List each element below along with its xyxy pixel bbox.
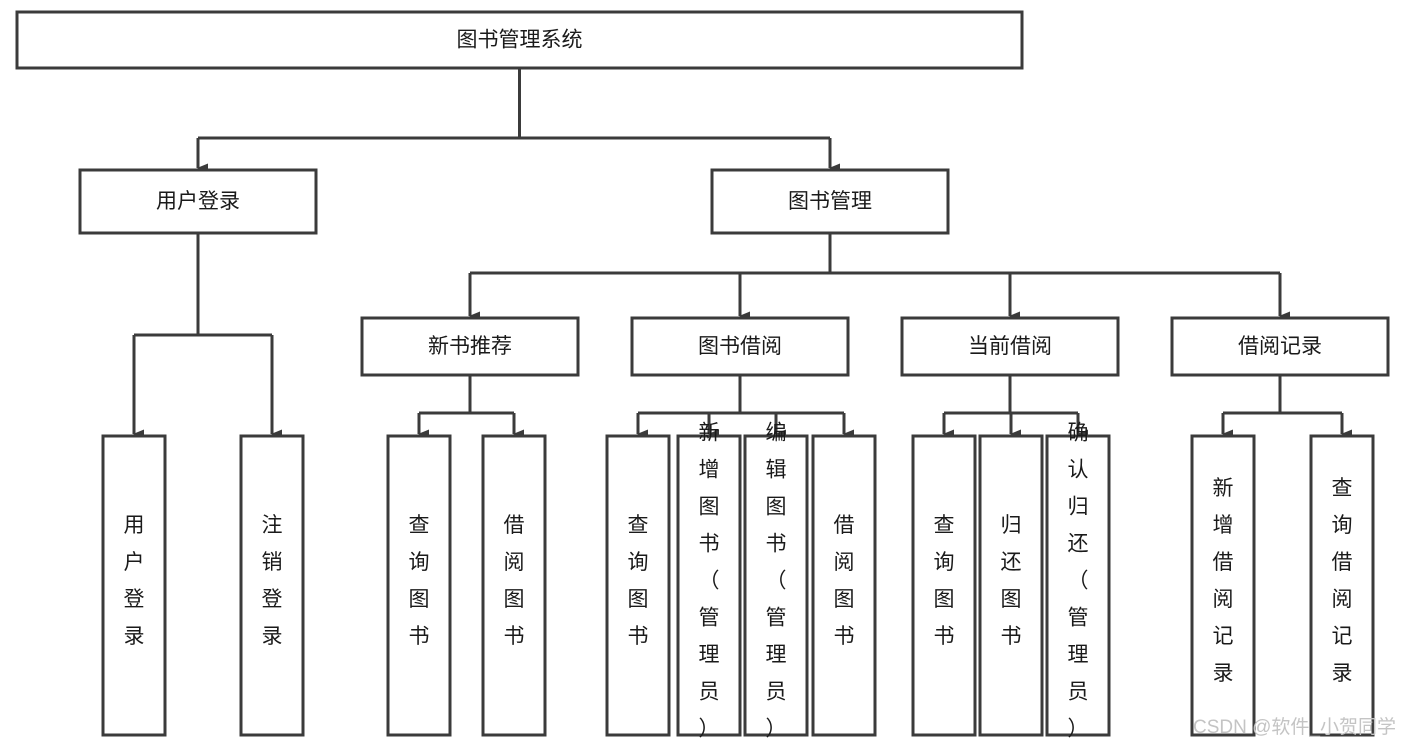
node-box[interactable] (101, 434, 167, 737)
node-label: 用户登录 (156, 190, 240, 213)
node-leaf-leaf-add-record[interactable]: 新增借阅记录 (1190, 434, 1256, 737)
node-label-vertical: 查询借阅记录 (1332, 477, 1353, 685)
node-box[interactable] (676, 434, 742, 737)
node-label-vertical: 新增借阅记录 (1213, 477, 1234, 685)
node-label-vertical: 确认归还（管理员） (1068, 422, 1089, 741)
node-label-vertical: 归还图书 (1001, 514, 1022, 648)
node-label-vertical: 查询图书 (628, 514, 649, 648)
node-label-vertical: 借阅图书 (834, 514, 855, 648)
node-box[interactable] (1309, 434, 1375, 737)
node-label-vertical: 编辑图书（管理员） (766, 422, 787, 741)
node-leaf-leaf-query-record[interactable]: 查询借阅记录 (1309, 434, 1375, 737)
node-box[interactable] (605, 434, 671, 737)
node-level2-borrow-record[interactable]: 借阅记录 (1170, 316, 1390, 377)
node-label: 图书管理 (788, 190, 872, 213)
node-label: 图书管理系统 (457, 29, 583, 52)
node-leaf-leaf-edit-book[interactable]: 编辑图书（管理员） (743, 422, 809, 741)
node-leaf-leaf-query-book-3[interactable]: 查询图书 (911, 434, 977, 737)
node-label: 当前借阅 (968, 335, 1052, 358)
node-box[interactable] (630, 316, 850, 377)
node-leaf-leaf-user-logout[interactable]: 注销登录 (239, 434, 305, 737)
node-box[interactable] (15, 10, 1024, 70)
node-level2-new-book-rec[interactable]: 新书推荐 (360, 316, 580, 377)
node-layer: 图书管理系统用户登录图书管理新书推荐图书借阅当前借阅借阅记录用户登录注销登录查询… (15, 10, 1390, 741)
node-box[interactable] (78, 168, 318, 235)
node-box[interactable] (1190, 434, 1256, 737)
node-box[interactable] (386, 434, 452, 737)
node-level1-user-login[interactable]: 用户登录 (78, 168, 318, 235)
node-box[interactable] (1170, 316, 1390, 377)
node-leaf-leaf-return-book[interactable]: 归还图书 (978, 434, 1044, 737)
node-level1-book-manage[interactable]: 图书管理 (710, 168, 950, 235)
node-leaf-leaf-borrow-book-2[interactable]: 借阅图书 (811, 434, 877, 737)
csdn-watermark: CSDN @软件_小贺同学 (1193, 716, 1396, 738)
node-root-root[interactable]: 图书管理系统 (15, 10, 1024, 70)
node-leaf-leaf-query-book-1[interactable]: 查询图书 (386, 434, 452, 737)
node-label: 图书借阅 (698, 335, 782, 358)
node-label-vertical: 新增图书（管理员） (699, 422, 720, 741)
node-box[interactable] (743, 434, 809, 737)
node-level2-book-borrow[interactable]: 图书借阅 (630, 316, 850, 377)
node-label-vertical: 查询图书 (409, 514, 430, 648)
node-box[interactable] (481, 434, 547, 737)
node-label-vertical: 用户登录 (124, 514, 145, 648)
node-leaf-leaf-query-book-2[interactable]: 查询图书 (605, 434, 671, 737)
node-label-vertical: 借阅图书 (504, 514, 525, 648)
node-box[interactable] (900, 316, 1120, 377)
node-box[interactable] (360, 316, 580, 377)
node-box[interactable] (1045, 434, 1111, 737)
node-box[interactable] (911, 434, 977, 737)
node-box[interactable] (978, 434, 1044, 737)
node-label: 借阅记录 (1238, 335, 1322, 358)
node-box[interactable] (811, 434, 877, 737)
node-box[interactable] (710, 168, 950, 235)
node-leaf-leaf-borrow-book-1[interactable]: 借阅图书 (481, 434, 547, 737)
connector-layer (132, 68, 1352, 439)
node-label-vertical: 注销登录 (262, 514, 283, 648)
node-level2-current-borrow[interactable]: 当前借阅 (900, 316, 1120, 377)
node-label: 新书推荐 (428, 335, 512, 358)
node-leaf-leaf-user-login[interactable]: 用户登录 (101, 434, 167, 737)
node-leaf-leaf-confirm-return[interactable]: 确认归还（管理员） (1045, 422, 1111, 741)
node-label-vertical: 查询图书 (934, 514, 955, 648)
node-leaf-leaf-add-book[interactable]: 新增图书（管理员） (676, 422, 742, 741)
node-box[interactable] (239, 434, 305, 737)
